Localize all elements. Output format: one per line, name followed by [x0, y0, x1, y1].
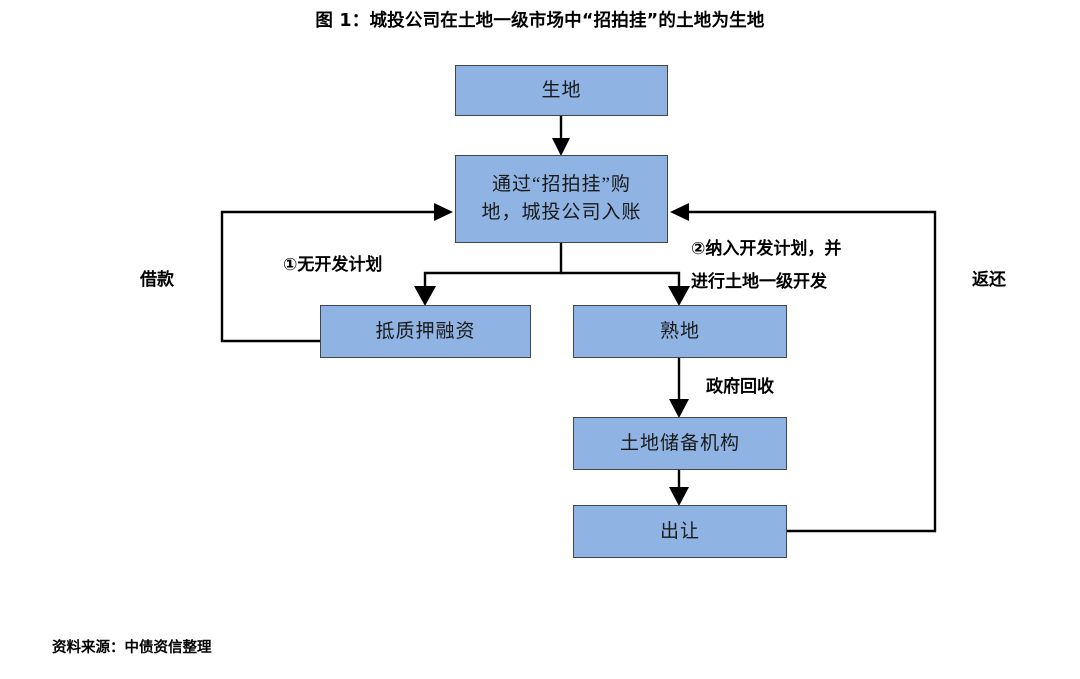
node-land-reserve-agency[interactable]: 土地储备机构 [573, 417, 787, 470]
node-land-reserve-agency-label: 土地储备机构 [619, 432, 740, 454]
node-purchase-land-label-line1: 通过“招拍挂”购 [492, 174, 631, 195]
edge-chubei-to-churang [669, 470, 689, 506]
edge-label-return: 返还 [972, 270, 1006, 290]
node-shengdi[interactable]: 生地 [455, 65, 668, 116]
source-note: 资料来源：中债资信整理 [52, 640, 212, 656]
node-purchase-land-label-line2: 地，城投公司入账 [481, 202, 642, 223]
node-land-transfer-label: 出让 [659, 520, 700, 542]
figure-title: 图 1：城投公司在土地一级市场中“招拍挂”的土地为生地 [315, 11, 765, 31]
node-developed-land-label: 熟地 [659, 320, 700, 342]
edge-label-government-recovery: 政府回收 [706, 377, 774, 397]
node-developed-land[interactable]: 熟地 [573, 305, 787, 358]
edge-label-branch-two-line2: 进行土地一级开发 [691, 272, 827, 292]
node-mortgage-financing[interactable]: 抵质押融资 [320, 305, 531, 358]
edge-label-branch-two-line1: ②纳入开发计划，并 [691, 239, 842, 259]
node-mortgage-financing-label: 抵质押融资 [375, 320, 476, 342]
node-purchase-land[interactable]: 通过“招拍挂”购 地，城投公司入账 [455, 155, 668, 243]
edge-label-borrowing: 借款 [140, 270, 174, 290]
node-land-transfer[interactable]: 出让 [573, 505, 787, 558]
node-shengdi-label: 生地 [541, 79, 582, 101]
edge-gouxu-split [414, 243, 690, 306]
edge-label-branch-one: ①无开发计划 [283, 255, 383, 275]
edge-shengdi-to-gouxu [552, 116, 570, 156]
edge-shudi-to-chubei [669, 358, 689, 418]
